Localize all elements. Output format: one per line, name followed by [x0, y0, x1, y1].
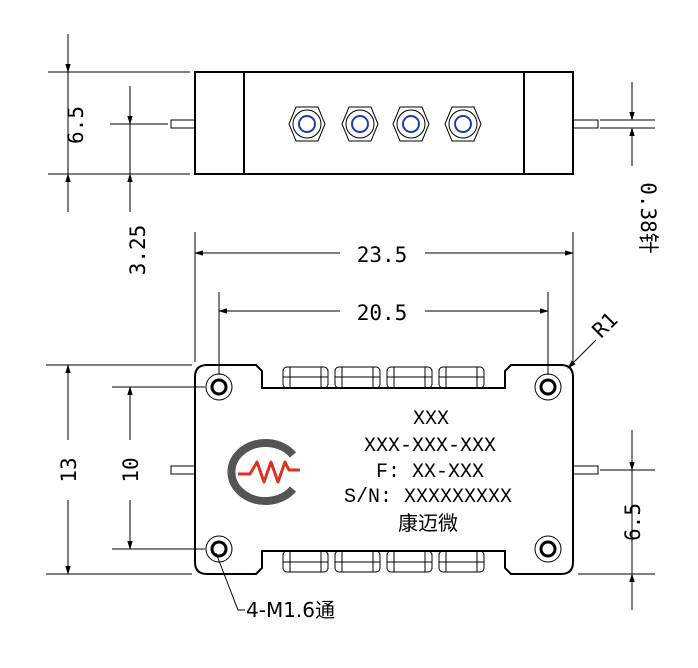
top-right-pin: [572, 119, 599, 129]
mount-hole-top-right: [534, 373, 562, 401]
dim-top-half: 3.25: [126, 225, 150, 276]
label-line-5: 康迈微: [398, 511, 458, 535]
front-body-outline: [194, 364, 574, 575]
label-line-4: S/N: XXXXXXXXX: [344, 486, 512, 509]
dim-pin-diameter: 0.38针: [636, 182, 660, 254]
top-connector-1: [288, 106, 326, 142]
front-view: [170, 364, 599, 575]
company-logo: [227, 439, 300, 505]
front-dimensions: [46, 232, 655, 611]
dim-mount-holes: 4-M1.6通: [246, 598, 335, 622]
dim-overall-height: 13: [57, 457, 81, 482]
label-line-3: F: XX-XXX: [376, 461, 484, 484]
front-left-pin: [170, 465, 196, 475]
dim-top-height: 6.5: [64, 106, 88, 144]
top-left-pin: [170, 119, 196, 129]
dim-corner-radius: R1: [588, 308, 623, 343]
mount-hole-bottom-left: [205, 535, 233, 563]
mount-hole-bottom-right: [534, 535, 562, 563]
front-connectors-bottom: [282, 550, 485, 573]
dim-overall-width: 23.5: [357, 243, 408, 267]
dim-pin-offset: 6.5: [621, 503, 645, 541]
dim-hole-pitch-y: 10: [119, 457, 143, 482]
top-connector-3: [392, 106, 430, 142]
mount-hole-top-left: [205, 373, 233, 401]
top-view: [170, 71, 599, 175]
label-line-1: XXX: [413, 408, 449, 431]
dim-hole-pitch-x: 20.5: [357, 301, 408, 325]
front-connectors-top: [282, 366, 485, 389]
front-right-pin: [572, 465, 599, 475]
label-line-2: XXX-XXX-XXX: [364, 435, 496, 458]
top-connector-4: [444, 106, 482, 142]
top-dimensions: [48, 34, 655, 212]
top-connector-2: [341, 106, 379, 142]
top-body-outline: [194, 71, 574, 175]
